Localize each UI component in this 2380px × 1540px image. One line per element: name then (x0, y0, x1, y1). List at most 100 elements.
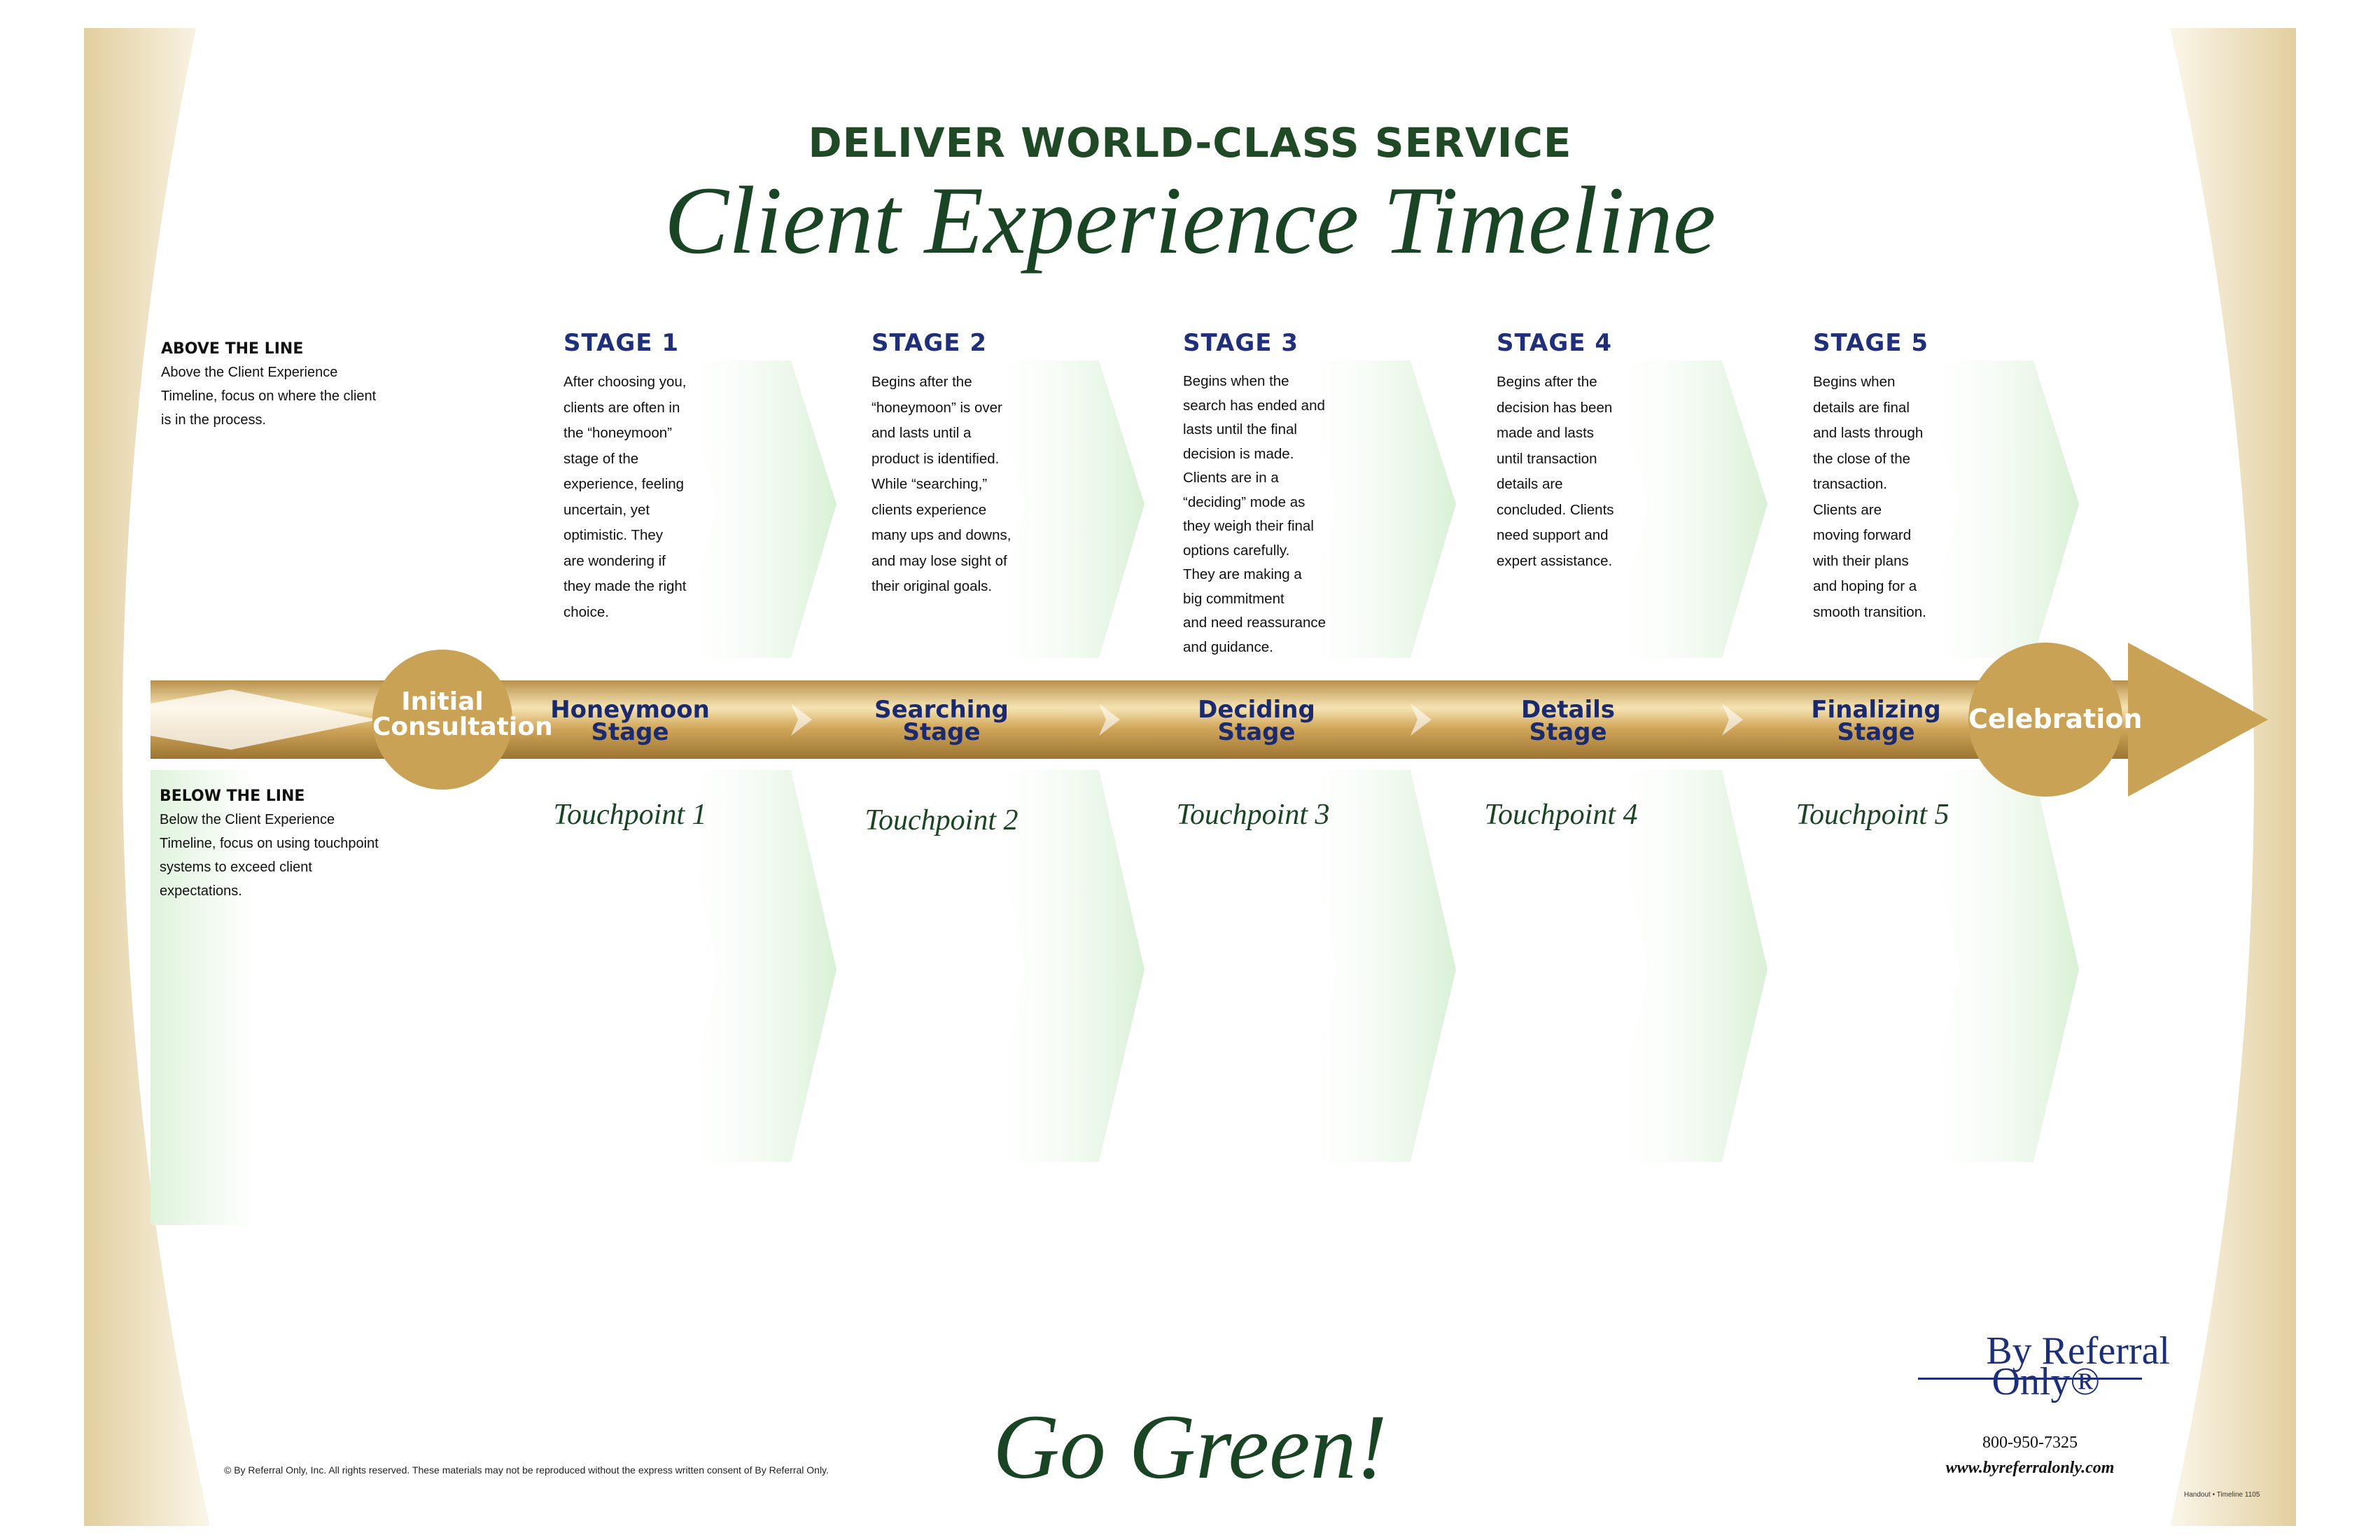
stage-text-line: transaction. (1813, 476, 1887, 492)
stage-text-line: concluded. Clients (1497, 501, 1614, 518)
stage-4: STAGE 4 Begins after the decision has be… (1497, 329, 1686, 574)
stage-4-description: Begins after the decision has been made … (1497, 370, 1686, 574)
go-green-slogan: Go Green! (993, 1395, 1387, 1498)
stage-text-line: decision has been (1497, 399, 1613, 416)
celebration-label: Celebration (1968, 704, 2143, 734)
stage-text-line: big commitment (1183, 590, 1284, 607)
stage-text-line: stage of the (564, 450, 639, 467)
stage-text-line: decision is made. (1183, 445, 1294, 462)
initial-consultation-line: Consultation (372, 713, 553, 741)
brand-logo-line: Only® (1991, 1360, 2100, 1404)
stage-2-title: STAGE 2 (872, 329, 987, 357)
above-line-heading: ABOVE THE LINE (161, 340, 304, 358)
initial-consultation-label: Initial Consultation (372, 687, 553, 741)
bar-label-line: Stage (1217, 718, 1296, 746)
stage-1-title: STAGE 1 (564, 329, 679, 357)
below-line-text-line: expectations. (160, 883, 242, 899)
searching-stage-label: Searching Stage (836, 696, 1046, 744)
above-line-text-line: Timeline, focus on where the client (161, 388, 377, 404)
stage-3-description: Begins when the search has ended and las… (1183, 370, 1372, 659)
above-line-text: Above the Client Experience Timeline, fo… (161, 360, 413, 432)
stage-text-line: choice. (564, 603, 609, 620)
stage-text-line: the close of the (1813, 450, 1911, 467)
touchpoint-5: Touchpoint 5 (1795, 799, 1949, 831)
initial-consultation-line: Initial (401, 687, 484, 716)
below-line-text: Below the Client Experience Timeline, fo… (160, 808, 412, 903)
stage-3-title: STAGE 3 (1183, 329, 1298, 357)
stage-text-line: they weigh their final (1183, 518, 1314, 534)
stage-text-line: “honeymoon” is over (872, 399, 1002, 416)
logo-underline (1918, 1378, 2142, 1380)
below-line-heading: BELOW THE LINE (160, 788, 305, 805)
stage-text-line: are wondering if (564, 552, 666, 569)
stage-text-line: “deciding” mode as (1183, 493, 1306, 510)
stage-text-line: Begins when the (1183, 373, 1289, 389)
below-line-text-line: systems to exceed client (160, 860, 312, 875)
stage-2-description: Begins after the “honeymoon” is over and… (872, 370, 1060, 600)
stage-4-title: STAGE 4 (1497, 329, 1612, 357)
stage-text-line: clients experience (872, 501, 987, 518)
above-line-section: ABOVE THE LINE Above the Client Experien… (161, 340, 413, 432)
stage-text-line: and lasts until a (872, 425, 972, 441)
stage-text-line: After choosing you, (564, 374, 687, 390)
stage-text-line: Begins after the (1497, 374, 1597, 390)
stage-text-line: many ups and downs, (872, 527, 1011, 543)
stage-text-line: and lasts through (1813, 425, 1924, 441)
bar-label-line: Stage (1529, 718, 1607, 746)
stage-5-description: Begins when details are final and lasts … (1813, 370, 2002, 625)
stage-text-line: expert assistance. (1497, 552, 1613, 569)
touchpoint-3: Touchpoint 3 (1176, 799, 1330, 831)
stage-5-title: STAGE 5 (1813, 329, 1928, 357)
copyright-notice: © By Referral Only, Inc. All rights rese… (224, 1464, 829, 1476)
above-line-text-line: Above the Client Experience (161, 365, 338, 380)
stage-5: STAGE 5 Begins when details are final an… (1813, 329, 2002, 625)
details-stage-label: Details Stage (1463, 696, 1673, 746)
brand-logo-line: By Referral (1986, 1329, 2170, 1373)
bar-label-line: Stage (591, 718, 669, 746)
stage-text-line: product is identified. (872, 450, 1000, 467)
finalizing-stage-label: Finalizing Stage (1771, 696, 1981, 746)
stage-text-line: search has ended and (1183, 397, 1325, 414)
stage-2: STAGE 2 Begins after the “honeymoon” is … (872, 329, 1060, 600)
handout-code: Handout • Timeline 1105 (2184, 1491, 2260, 1499)
stage-text-line: lasts until the final (1183, 421, 1297, 438)
below-line-text-line: Timeline, focus on using touchpoint (160, 836, 379, 851)
stage-1: STAGE 1 After choosing you, clients are … (564, 329, 752, 625)
stage-text-line: need support and (1497, 527, 1609, 543)
stage-text-line: the “honeymoon” (564, 425, 672, 441)
stage-text-line: and may lose sight of (872, 552, 1007, 569)
stage-text-line: While “searching,” (872, 476, 988, 492)
stage-text-line: Clients are in a (1183, 470, 1279, 486)
stage-text-line: smooth transition. (1813, 603, 1926, 620)
bar-label-line: Stage (1837, 718, 1915, 746)
website-link[interactable]: www.byreferralonly.com (1945, 1459, 2115, 1477)
stage-1-description: After choosing you, clients are often in… (564, 370, 752, 625)
stage-text-line: optimistic. They (564, 527, 664, 543)
stage-text-line: Clients are (1813, 501, 1882, 518)
phone-number: 800-950-7325 (1982, 1434, 2078, 1452)
stage-text-line: details are (1497, 476, 1563, 492)
stage-text-line: experience, feeling (564, 476, 685, 492)
stage-text-line: made and lasts (1497, 425, 1595, 441)
stage-text-line: until transaction (1497, 450, 1597, 467)
stage-text-line: options carefully. (1183, 542, 1290, 559)
stage-text-line: with their plans (1813, 552, 1909, 569)
bar-label-line: Searching (874, 696, 1009, 724)
stage-3: STAGE 3 Begins when the search has ended… (1183, 329, 1372, 659)
stage-text-line: they made the right (564, 578, 687, 594)
header-subtitle: DELIVER WORLD-CLASS SERVICE (808, 119, 1572, 167)
bar-label-line: Honeymoon (550, 696, 710, 724)
stage-text-line: and hoping for a (1813, 578, 1917, 594)
below-line-section: BELOW THE LINE Below the Client Experien… (160, 788, 412, 903)
deciding-stage-label: Deciding Stage (1152, 696, 1362, 746)
stage-text-line: They are making a (1183, 566, 1302, 582)
stage-text-line: uncertain, yet (564, 501, 650, 518)
bar-label-line: Finalizing (1811, 696, 1941, 724)
page-title: Client Experience Timeline (664, 167, 1716, 274)
stage-text-line: Begins after the (872, 374, 972, 390)
bar-label-line: Deciding (1198, 696, 1315, 724)
below-line-text-line: Below the Client Experience (160, 812, 335, 827)
bar-label-line: Details (1520, 696, 1616, 724)
stage-text-line: details are final (1813, 399, 1910, 416)
stage-text-line: and guidance. (1183, 638, 1273, 655)
